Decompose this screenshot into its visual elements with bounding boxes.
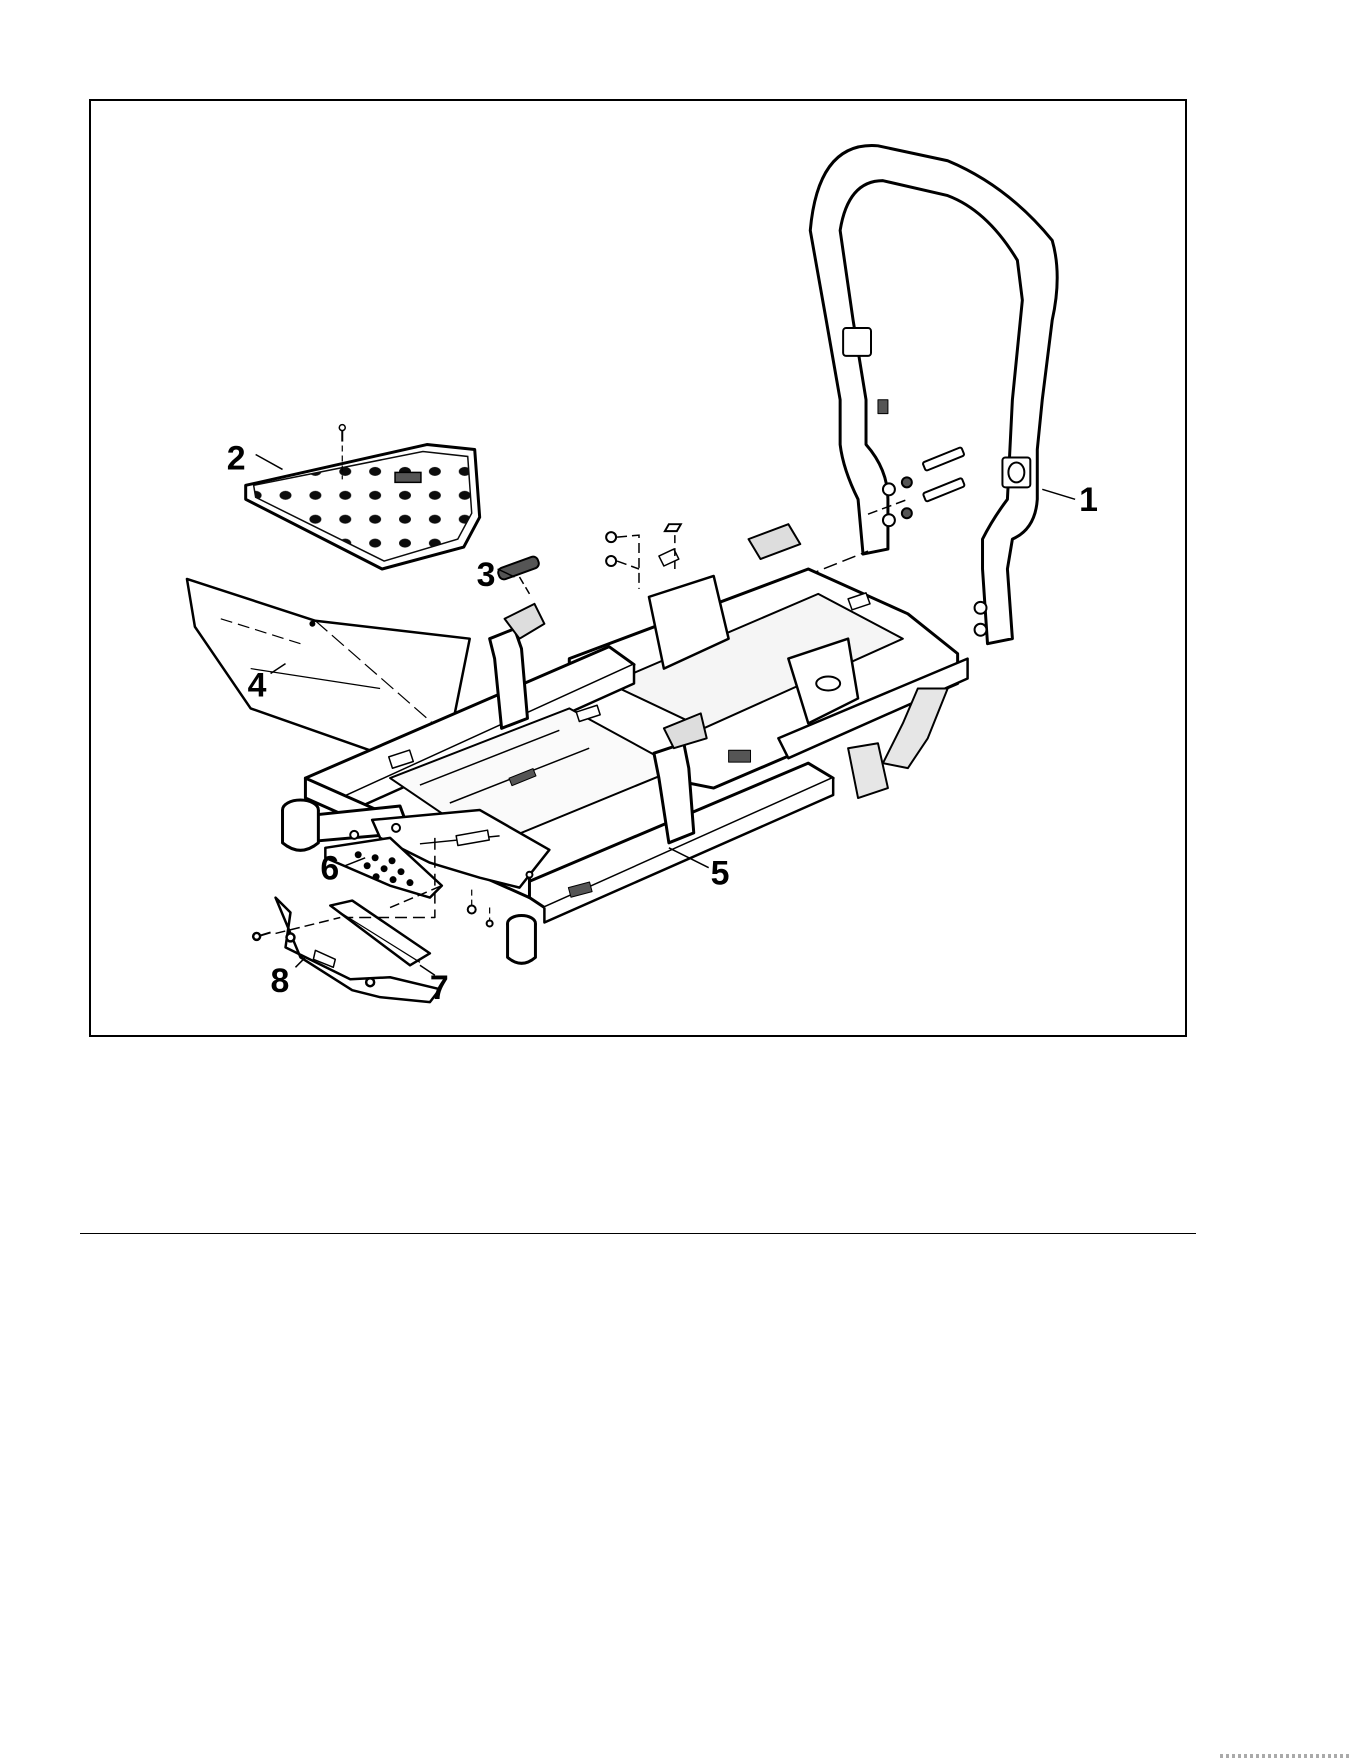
parts-diagram-frame: 1 2 3 4 5 6 7 8 [89,99,1187,1037]
callout-4: 4 [248,666,267,704]
callout-3: 3 [477,556,496,594]
exploded-view-drawing: 1 2 3 4 5 6 7 8 [91,101,1185,1035]
callout-1: 1 [1079,481,1098,519]
scan-edge-marks [1220,1754,1350,1758]
callout-5: 5 [711,855,730,893]
callout-2: 2 [227,439,246,477]
callout-6: 6 [320,850,339,888]
roll-bar [810,146,1057,644]
floor-plate [246,425,480,569]
callout-8: 8 [271,962,290,1000]
callout-7: 7 [430,969,449,1007]
frame-hardware [497,524,681,594]
main-frame [283,524,968,963]
page-divider [80,1233,1196,1234]
